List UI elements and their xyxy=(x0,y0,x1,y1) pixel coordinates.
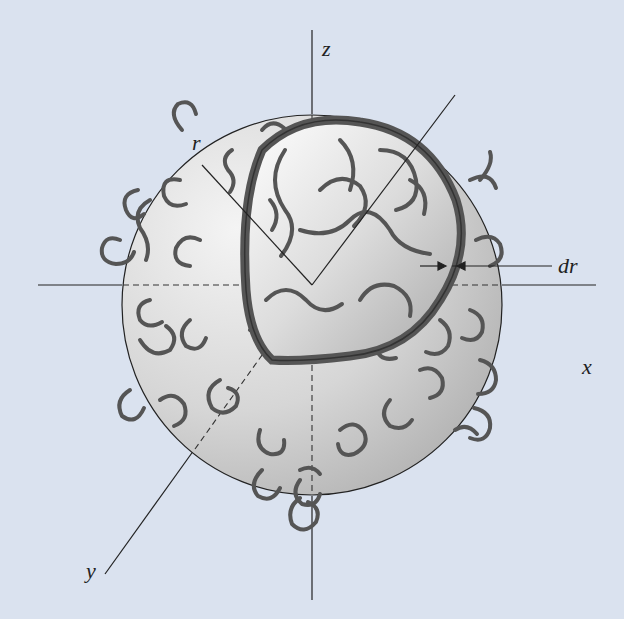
axis-label: x xyxy=(582,356,592,378)
shell-thickness-label: dr xyxy=(558,255,578,277)
axis-label: y xyxy=(86,560,96,582)
radius-label: r xyxy=(192,132,201,154)
axis-label: z xyxy=(322,38,331,60)
